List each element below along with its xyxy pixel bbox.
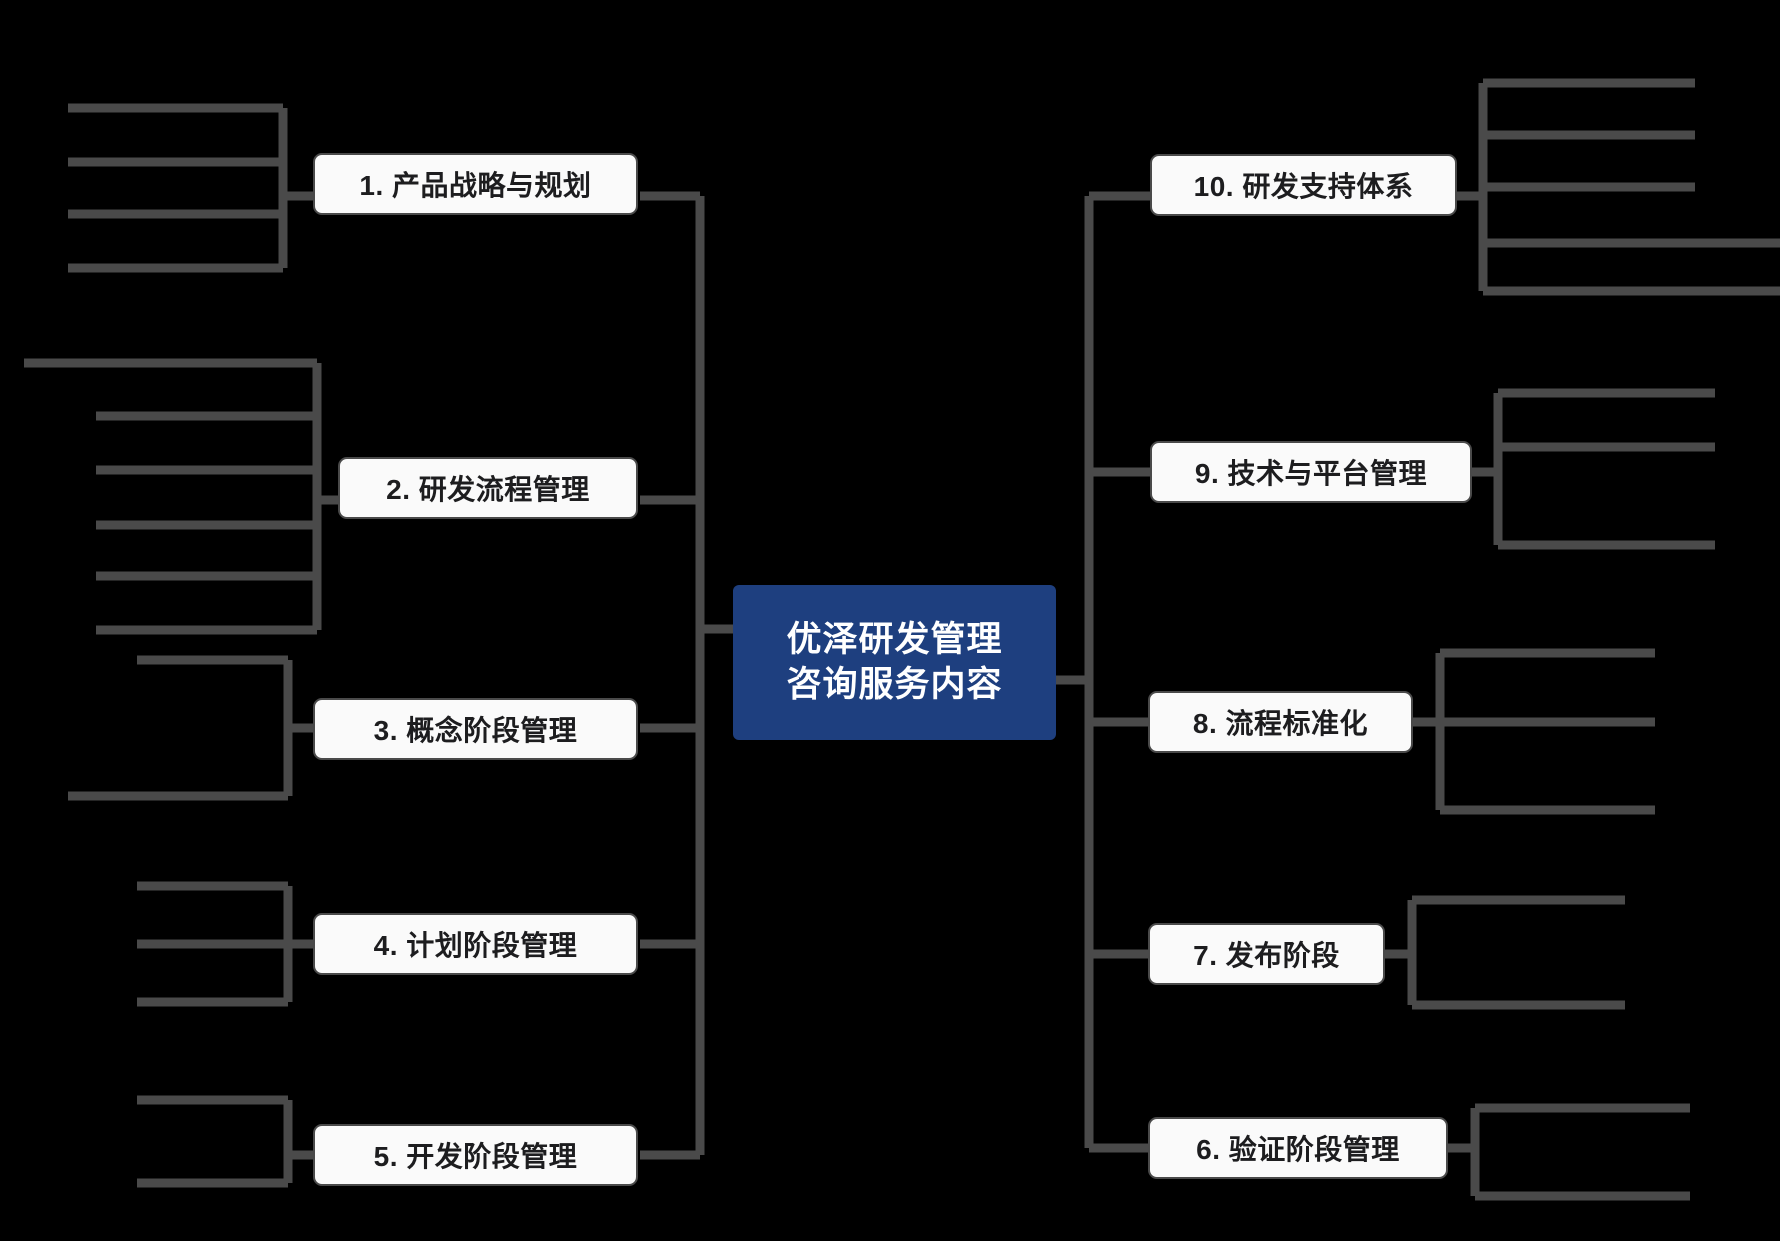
branch-node-7-label: 7. 发布阶段: [1193, 940, 1340, 971]
branch-node-3-label: 3. 概念阶段管理: [373, 715, 578, 746]
branch-node-10[interactable]: 10. 研发支持体系: [1150, 154, 1457, 216]
branch-node-1[interactable]: 1. 产品战略与规划: [313, 153, 638, 215]
branch-node-8[interactable]: 8. 流程标准化: [1148, 691, 1413, 753]
branch-node-1-label: 1. 产品战略与规划: [359, 170, 592, 201]
branch-node-9[interactable]: 9. 技术与平台管理: [1150, 441, 1472, 503]
branch-node-5-label: 5. 开发阶段管理: [373, 1141, 578, 1172]
branch-node-3[interactable]: 3. 概念阶段管理: [313, 698, 638, 760]
root-line-2: 咨询服务内容: [786, 664, 1003, 704]
root-node[interactable]: 优泽研发管理 咨询服务内容: [733, 585, 1056, 740]
branch-node-4-label: 4. 计划阶段管理: [373, 930, 578, 961]
branch-node-8-label: 8. 流程标准化: [1192, 708, 1369, 739]
branch-node-9-label: 9. 技术与平台管理: [1194, 458, 1428, 489]
branch-node-6-label: 6. 验证阶段管理: [1196, 1134, 1400, 1165]
branch-node-5[interactable]: 5. 开发阶段管理: [313, 1124, 638, 1186]
branch-node-10-label: 10. 研发支持体系: [1193, 171, 1414, 202]
branch-node-2-label: 2. 研发流程管理: [386, 474, 590, 505]
branch-node-7[interactable]: 7. 发布阶段: [1148, 923, 1385, 985]
branch-node-4[interactable]: 4. 计划阶段管理: [313, 913, 638, 975]
branch-node-6[interactable]: 6. 验证阶段管理: [1148, 1117, 1448, 1179]
branch-node-2[interactable]: 2. 研发流程管理: [338, 457, 638, 519]
root-line-1: 优泽研发管理: [786, 619, 1003, 659]
